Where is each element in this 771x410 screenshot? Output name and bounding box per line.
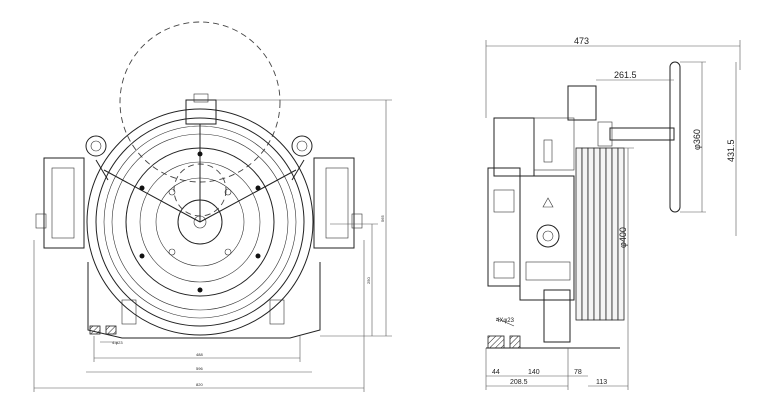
lifting-eye-left-hole	[90, 140, 102, 152]
frame-plate	[525, 261, 571, 281]
handwheel-rim	[669, 61, 681, 213]
sheave-groove	[599, 147, 607, 321]
motor-block	[493, 117, 535, 177]
dim-phi-360: φ360	[692, 129, 702, 150]
dim-565: 565	[380, 215, 385, 222]
brake-right	[313, 157, 355, 249]
brake-left-bolt	[35, 213, 47, 229]
sheave-groove	[581, 147, 589, 321]
dim-208-5: 208.5	[510, 379, 528, 386]
base-housing	[87, 262, 321, 339]
base-hatch-right	[105, 325, 117, 335]
bolt	[255, 185, 261, 191]
bolt	[197, 151, 203, 157]
arm-link-left	[95, 159, 109, 181]
dim-holes: 4Xφ23	[496, 318, 515, 324]
front-view: 488 596 820 4-φ23 565 250	[33, 21, 392, 392]
base-hatch-left	[487, 335, 505, 349]
dim-140: 140	[528, 369, 540, 376]
brake-arm-left	[103, 169, 201, 223]
bearing-center	[542, 230, 554, 242]
dim-431-5: 431.5	[726, 139, 736, 162]
dim-473: 473	[574, 36, 589, 46]
sheave-groove	[575, 147, 583, 321]
dim-78: 78	[574, 369, 582, 376]
brake-body	[487, 167, 521, 287]
bolt	[139, 185, 145, 191]
sheave-groove	[587, 147, 595, 321]
base-hatch-left	[89, 325, 101, 335]
dim-261-5: 261.5	[614, 70, 637, 80]
foot-left	[121, 299, 137, 325]
hole	[224, 248, 232, 256]
lifting-eye-right-hole	[296, 140, 308, 152]
lifting-eye-right	[291, 135, 313, 157]
encoder-box	[567, 85, 597, 121]
hole	[168, 248, 176, 256]
bolt	[255, 253, 261, 259]
dim-bolt-holes: 4-φ23	[112, 340, 123, 345]
bolt	[197, 287, 203, 293]
hole-leader	[495, 317, 515, 327]
dim-44: 44	[492, 369, 500, 376]
dim-488: 488	[196, 352, 203, 357]
traction-sheave	[575, 147, 625, 321]
brake-arm-right	[199, 169, 297, 223]
dim-phi-400: φ400	[618, 227, 628, 248]
brake-right-inner	[325, 167, 349, 239]
base-hatch-right	[509, 335, 521, 349]
brake-left	[43, 157, 85, 249]
shaft-collar	[597, 121, 613, 147]
motor-cover	[533, 117, 575, 171]
brake-right-bolt	[351, 213, 363, 229]
brake-disc-ring	[95, 117, 305, 327]
bolt	[139, 253, 145, 259]
foot-right	[269, 299, 285, 325]
brake-lever	[543, 139, 553, 163]
arm-link-right	[291, 159, 305, 181]
dim-113: 113	[596, 379, 607, 386]
side-view: 473 261.5 φ360 431.5 φ400 4Xφ23 44 140 7…	[485, 36, 741, 390]
brake-left-inner	[51, 167, 75, 239]
frame-body	[519, 175, 575, 301]
brake-detail	[493, 189, 515, 213]
dim-250: 250	[366, 277, 371, 284]
top-bracket	[185, 99, 217, 125]
lifting-eye-left	[85, 135, 107, 157]
pedestal	[543, 289, 571, 343]
handwheel-shaft	[609, 127, 675, 141]
hole	[168, 188, 176, 196]
sheave-groove	[605, 147, 613, 321]
outer-housing-ring	[86, 108, 314, 336]
brake-detail-low	[493, 261, 515, 279]
dim-820: 820	[196, 382, 203, 387]
warning-label	[542, 197, 554, 208]
bearing-circle	[536, 224, 560, 248]
top-bracket-cap	[193, 93, 209, 103]
hole	[224, 188, 232, 196]
sheave-groove	[593, 147, 601, 321]
dim-596: 596	[196, 366, 203, 371]
